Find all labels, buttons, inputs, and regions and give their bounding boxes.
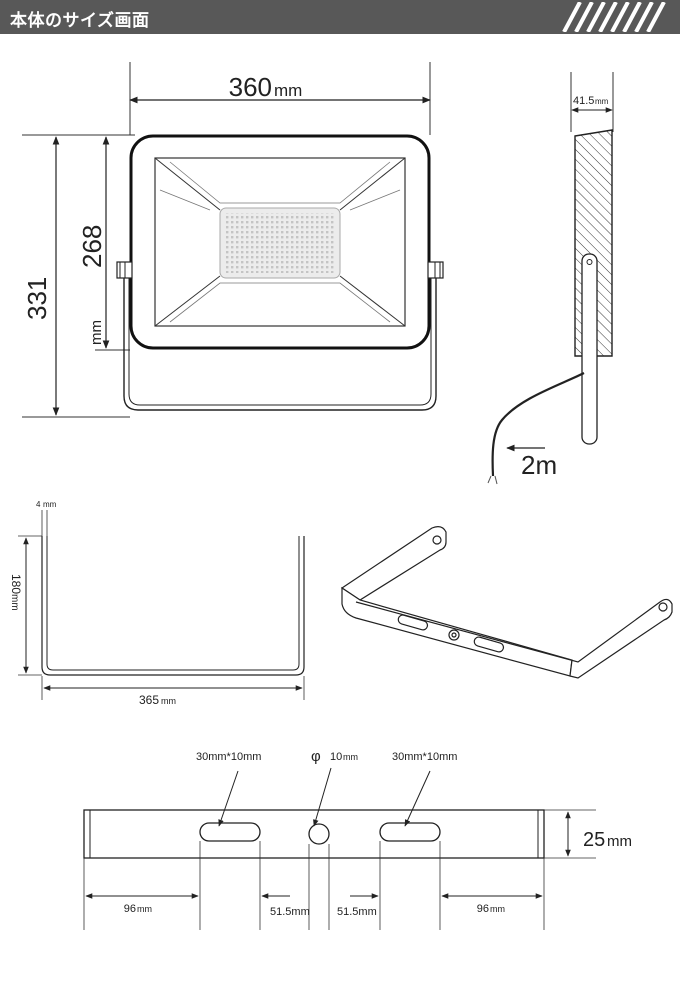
center-hole [308, 823, 330, 845]
dim-left-unit: mm [137, 904, 152, 914]
inner-height-value: 268 [77, 225, 107, 268]
side-bracket-arm [581, 253, 598, 445]
mounting-bracket-front [123, 270, 437, 411]
dim-right-unit: mm [490, 904, 505, 914]
slot-left [199, 822, 261, 842]
hole-value: 10 [330, 751, 342, 763]
thickness-value: 4 [36, 500, 41, 509]
power-cable [491, 372, 585, 477]
header-bar: 本体のサイズ画面 [0, 0, 680, 34]
front-view: 360 mm 331 268 mm mm [22, 62, 444, 418]
slot-right-label: 30mm*10mm [392, 751, 457, 763]
side-view: 41.5 mm 2m [487, 72, 614, 485]
inner-height-unit-bottom: mm [88, 320, 105, 345]
slot-right [379, 822, 441, 842]
dim-left-value: 96 [124, 903, 136, 915]
header-stripes-decoration [562, 2, 666, 32]
thickness-unit: mm [43, 500, 57, 509]
depth-value: 41.5 [573, 95, 594, 107]
bracket-width-value: 365 [139, 693, 159, 707]
width-value: 360 [229, 72, 272, 102]
bracket-perspective-view [340, 526, 673, 679]
hole-symbol: φ [311, 748, 321, 765]
cable-length-label: 2m [521, 450, 557, 480]
hole-unit: mm [343, 752, 358, 762]
bracket-height-value: 180 [9, 574, 23, 594]
width-unit: mm [274, 81, 302, 100]
page-title: 本体のサイズ画面 [10, 11, 150, 31]
lamp-lens [154, 157, 406, 327]
dim-right-value: 96 [477, 903, 489, 915]
bracket-detail-view: 30mm*10mm φ 10 mm 30mm*10mm 25 mm 96 mm … [83, 748, 632, 930]
bracket-width-unit: mm [161, 696, 176, 706]
strip-height-value: 25 [583, 829, 605, 851]
dim-mid-right-label: 51.5mm [337, 906, 377, 918]
bracket-u-view: 4 mm 180 mm 365 mm [9, 500, 305, 707]
dim-mid-left-label: 51.5mm [270, 906, 310, 918]
slot-left-label: 30mm*10mm [196, 751, 261, 763]
outer-height-value: 331 [22, 277, 52, 320]
strip-height-unit: mm [607, 833, 632, 850]
depth-unit: mm [595, 97, 609, 106]
bracket-height-unit: mm [9, 594, 20, 611]
bracket-u-shape [41, 536, 305, 676]
